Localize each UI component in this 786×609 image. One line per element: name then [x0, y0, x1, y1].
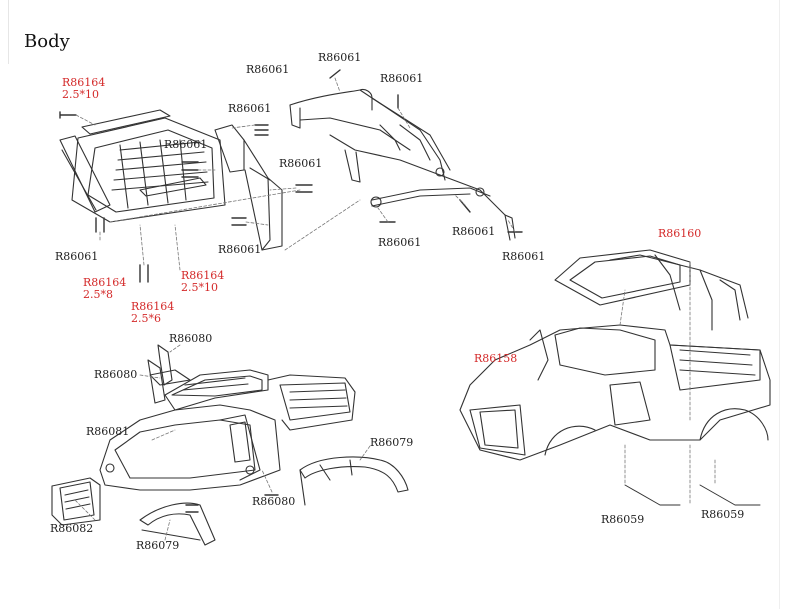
label-r86061-bed: R86061 [164, 138, 208, 151]
screws [59, 69, 523, 513]
label-r86079-rear-fender: R86079 [370, 436, 414, 449]
page-title: Body [24, 31, 70, 52]
label-r86061-cage-bottom-mid: R86061 [452, 225, 496, 238]
label-r86164-2-5x6: R86164 2.5*6 [131, 300, 175, 325]
label-r86081: R86081 [86, 425, 130, 438]
roll-cage [289, 88, 516, 241]
label-r86061-cage-top: R86061 [318, 51, 362, 64]
label-r86061-bed-bottom: R86061 [55, 250, 99, 263]
label-r86080-top: R86080 [169, 332, 213, 345]
label-r86061-upright-bottom: R86061 [218, 243, 262, 256]
label-r86059-right: R86059 [701, 508, 745, 521]
label-r86164-2-5x10-a: R86164 2.5*10 [62, 76, 106, 101]
exploded-body-left [51, 344, 409, 546]
label-r86061-side: R86061 [279, 157, 323, 170]
label-r86079-front-fender: R86079 [136, 539, 180, 552]
bracket-lines [624, 484, 761, 506]
label-r86080-snorkel: R86080 [94, 368, 138, 381]
assembled-body-right [459, 249, 771, 461]
label-r86164-2-5x8: R86164 2.5*8 [83, 276, 127, 301]
frame-edge-left [0, 0, 9, 64]
roll-cage-rear-uprights [214, 124, 283, 251]
leader-lines [74, 77, 716, 541]
label-r86061-rear-upright: R86061 [228, 102, 272, 115]
label-r86061-cage-bottom-left: R86061 [378, 236, 422, 249]
frame-edge-right [779, 0, 780, 609]
label-r86164-2-5x10-b: R86164 2.5*10 [181, 269, 225, 294]
cargo-bed-assembly [59, 109, 226, 223]
label-r86158: R86158 [474, 352, 518, 365]
label-r86160: R86160 [658, 227, 702, 240]
label-r86061-cage-bottom-right: R86061 [502, 250, 546, 263]
label-r86059-left: R86059 [601, 513, 645, 526]
label-r86082: R86082 [50, 522, 94, 535]
label-r86080-bottom: R86080 [252, 495, 296, 508]
label-r86061-cage-top-right: R86061 [380, 72, 424, 85]
label-r86061-cage-top-left: R86061 [246, 63, 290, 76]
